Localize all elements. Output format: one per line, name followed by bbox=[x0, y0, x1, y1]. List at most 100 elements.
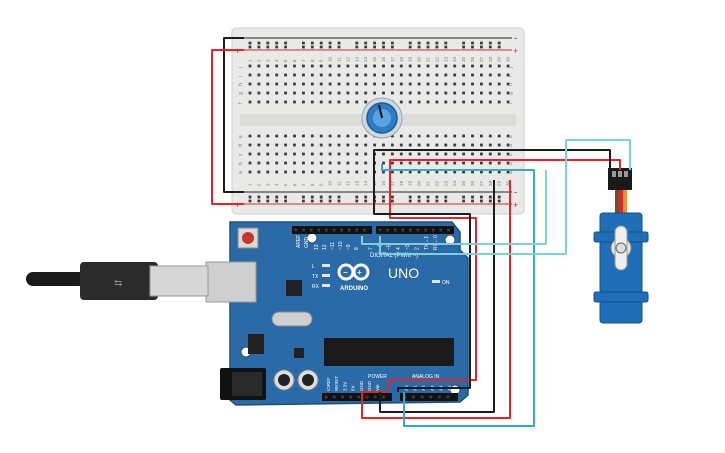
breadboard-hole[interactable] bbox=[453, 152, 457, 156]
breadboard-hole[interactable] bbox=[382, 64, 385, 68]
breadboard-hole[interactable] bbox=[462, 161, 465, 165]
breadboard-hole[interactable] bbox=[373, 64, 376, 68]
breadboard-hole[interactable] bbox=[497, 143, 501, 147]
breadboard-hole[interactable] bbox=[293, 91, 296, 95]
breadboard-hole[interactable] bbox=[328, 143, 332, 147]
breadboard-hole[interactable] bbox=[257, 100, 261, 104]
breadboard-hole[interactable] bbox=[408, 161, 412, 165]
breadboard-hole[interactable] bbox=[480, 161, 483, 165]
breadboard-hole[interactable] bbox=[284, 100, 287, 104]
breadboard-hole[interactable] bbox=[417, 152, 421, 156]
rail-hole[interactable] bbox=[284, 41, 287, 45]
breadboard-hole[interactable] bbox=[275, 143, 279, 147]
rail-hole[interactable] bbox=[257, 41, 261, 45]
breadboard-hole[interactable] bbox=[275, 161, 279, 165]
header-pin[interactable] bbox=[412, 395, 415, 399]
usb-cable-icon[interactable]: ⇆ bbox=[26, 262, 209, 300]
breadboard-hole[interactable] bbox=[480, 152, 483, 156]
rail-hole[interactable] bbox=[480, 199, 483, 203]
breadboard-hole[interactable] bbox=[417, 73, 421, 77]
breadboard-hole[interactable] bbox=[417, 100, 421, 104]
breadboard-hole[interactable] bbox=[355, 161, 359, 165]
breadboard-hole[interactable] bbox=[497, 64, 501, 68]
breadboard-hole[interactable] bbox=[399, 134, 403, 138]
breadboard-hole[interactable] bbox=[328, 73, 332, 77]
breadboard-hole[interactable] bbox=[506, 100, 510, 104]
breadboard-hole[interactable] bbox=[417, 170, 421, 174]
breadboard-hole[interactable] bbox=[391, 64, 394, 68]
breadboard-hole[interactable] bbox=[364, 64, 368, 68]
breadboard-hole[interactable] bbox=[488, 170, 492, 174]
wire-black-rail-left[interactable] bbox=[223, 37, 244, 193]
rail-hole[interactable] bbox=[426, 45, 430, 49]
rail-hole[interactable] bbox=[435, 45, 439, 49]
rail-hole[interactable] bbox=[284, 195, 287, 199]
header-pin[interactable] bbox=[309, 228, 313, 232]
breadboard-hole[interactable] bbox=[364, 73, 368, 77]
header-pin[interactable] bbox=[325, 228, 328, 232]
rail-hole[interactable] bbox=[497, 195, 501, 199]
breadboard-hole[interactable] bbox=[337, 82, 341, 86]
breadboard-hole[interactable] bbox=[275, 82, 279, 86]
header-pin[interactable] bbox=[401, 228, 405, 232]
breadboard-hole[interactable] bbox=[471, 161, 474, 165]
breadboard-hole[interactable] bbox=[355, 143, 359, 147]
breadboard-hole[interactable] bbox=[310, 134, 314, 138]
breadboard-hole[interactable] bbox=[444, 91, 448, 95]
rail-hole[interactable] bbox=[355, 195, 359, 199]
rail-hole[interactable] bbox=[328, 45, 332, 49]
breadboard-hole[interactable] bbox=[480, 100, 483, 104]
breadboard-hole[interactable] bbox=[471, 82, 474, 86]
breadboard-hole[interactable] bbox=[293, 152, 296, 156]
breadboard-hole[interactable] bbox=[346, 152, 350, 156]
breadboard-hole[interactable] bbox=[435, 134, 439, 138]
wire-red-rail-left[interactable] bbox=[211, 49, 244, 205]
breadboard-hole[interactable] bbox=[302, 143, 305, 147]
breadboard-hole[interactable] bbox=[302, 91, 305, 95]
rail-hole[interactable] bbox=[497, 41, 501, 45]
breadboard-hole[interactable] bbox=[266, 152, 270, 156]
header-pin[interactable] bbox=[357, 395, 361, 399]
breadboard-hole[interactable] bbox=[337, 64, 341, 68]
rail-hole[interactable] bbox=[373, 45, 376, 49]
breadboard-hole[interactable] bbox=[257, 170, 261, 174]
breadboard-hole[interactable] bbox=[408, 100, 412, 104]
breadboard-hole[interactable] bbox=[488, 152, 492, 156]
breadboard-hole[interactable] bbox=[408, 82, 412, 86]
header-pin[interactable] bbox=[409, 228, 412, 232]
header-pin[interactable] bbox=[349, 395, 352, 399]
breadboard-hole[interactable] bbox=[248, 64, 252, 68]
breadboard-hole[interactable] bbox=[506, 161, 510, 165]
breadboard-hole[interactable] bbox=[310, 100, 314, 104]
rail-hole[interactable] bbox=[310, 199, 314, 203]
rail-hole[interactable] bbox=[257, 199, 261, 203]
breadboard-hole[interactable] bbox=[462, 82, 465, 86]
breadboard-hole[interactable] bbox=[497, 100, 501, 104]
rail-hole[interactable] bbox=[275, 41, 279, 45]
breadboard-hole[interactable] bbox=[328, 91, 332, 95]
header-pin[interactable] bbox=[355, 228, 359, 232]
rail-hole[interactable] bbox=[435, 195, 439, 199]
rail-hole[interactable] bbox=[266, 199, 270, 203]
breadboard-hole[interactable] bbox=[391, 91, 394, 95]
breadboard-hole[interactable] bbox=[462, 64, 465, 68]
breadboard-hole[interactable] bbox=[417, 64, 421, 68]
breadboard-hole[interactable] bbox=[266, 91, 270, 95]
breadboard-hole[interactable] bbox=[488, 73, 492, 77]
breadboard-hole[interactable] bbox=[319, 100, 323, 104]
potentiometer-icon[interactable] bbox=[361, 97, 403, 139]
breadboard-hole[interactable] bbox=[391, 152, 394, 156]
breadboard-hole[interactable] bbox=[266, 134, 270, 138]
rail-hole[interactable] bbox=[480, 41, 483, 45]
breadboard-hole[interactable] bbox=[497, 161, 501, 165]
breadboard-hole[interactable] bbox=[293, 100, 296, 104]
breadboard-hole[interactable] bbox=[444, 143, 448, 147]
breadboard-hole[interactable] bbox=[408, 73, 412, 77]
breadboard-hole[interactable] bbox=[310, 91, 314, 95]
breadboard-hole[interactable] bbox=[319, 82, 323, 86]
breadboard-hole[interactable] bbox=[284, 152, 287, 156]
rail-hole[interactable] bbox=[382, 41, 385, 45]
breadboard-hole[interactable] bbox=[266, 64, 270, 68]
breadboard-hole[interactable] bbox=[444, 100, 448, 104]
breadboard-hole[interactable] bbox=[302, 161, 305, 165]
